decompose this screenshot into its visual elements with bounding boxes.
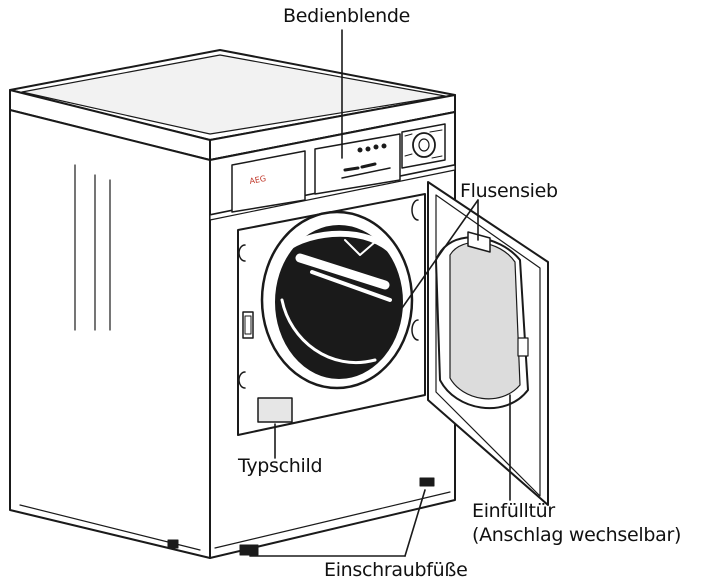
brand-mark: AEG (249, 174, 267, 186)
